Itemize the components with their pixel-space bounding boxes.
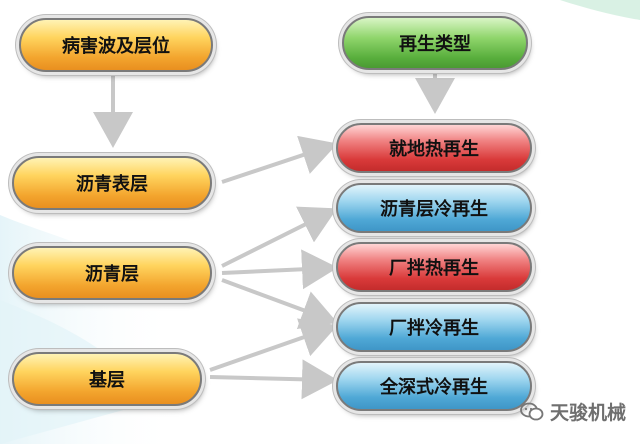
type-asphalt-cold-label: 沥青层冷再生 [380, 199, 488, 220]
arrow-base-to-plant-cold [209, 318, 338, 372]
watermark-text: 天骏机械 [550, 402, 627, 424]
arrow-asphalt-to-cold-asphalt [221, 206, 338, 268]
type-full-depth-cold-label: 全深式冷再生 [380, 377, 488, 398]
type-asphalt-cold: 沥青层冷再生 [336, 183, 532, 233]
layer-base: 基层 [12, 352, 202, 406]
layer-asphalt-label: 沥青层 [85, 264, 139, 285]
layer-asphalt-surface-label: 沥青表层 [76, 174, 148, 195]
layer-base-label: 基层 [89, 370, 125, 391]
type-plant-cold-label: 厂拌冷再生 [389, 318, 479, 339]
wechat-icon [520, 402, 544, 420]
type-plant-cold: 厂拌冷再生 [336, 302, 532, 352]
type-header-label: 再生类型 [399, 34, 471, 55]
watermark: 天骏机械 [520, 398, 626, 425]
arrow-asphalt-to-plant-cold [221, 278, 338, 330]
arrow-base-to-full-depth [209, 359, 338, 400]
layer-header-label: 病害波及层位 [62, 36, 170, 57]
type-full-depth-cold: 全深式冷再生 [336, 361, 532, 411]
type-hot-in-place: 就地热再生 [336, 123, 532, 173]
type-plant-hot-label: 厂拌热再生 [389, 258, 479, 279]
arrow-asphalt-to-plant-hot [221, 249, 338, 290]
type-hot-in-place-label: 就地热再生 [389, 139, 479, 160]
layer-asphalt-surface: 沥青表层 [12, 156, 212, 210]
arrow-surface-to-hot-in-place [221, 135, 338, 184]
type-plant-hot: 厂拌热再生 [336, 242, 532, 292]
layer-asphalt: 沥青层 [12, 246, 212, 300]
layer-header: 病害波及层位 [19, 18, 213, 72]
type-header: 再生类型 [342, 16, 528, 70]
